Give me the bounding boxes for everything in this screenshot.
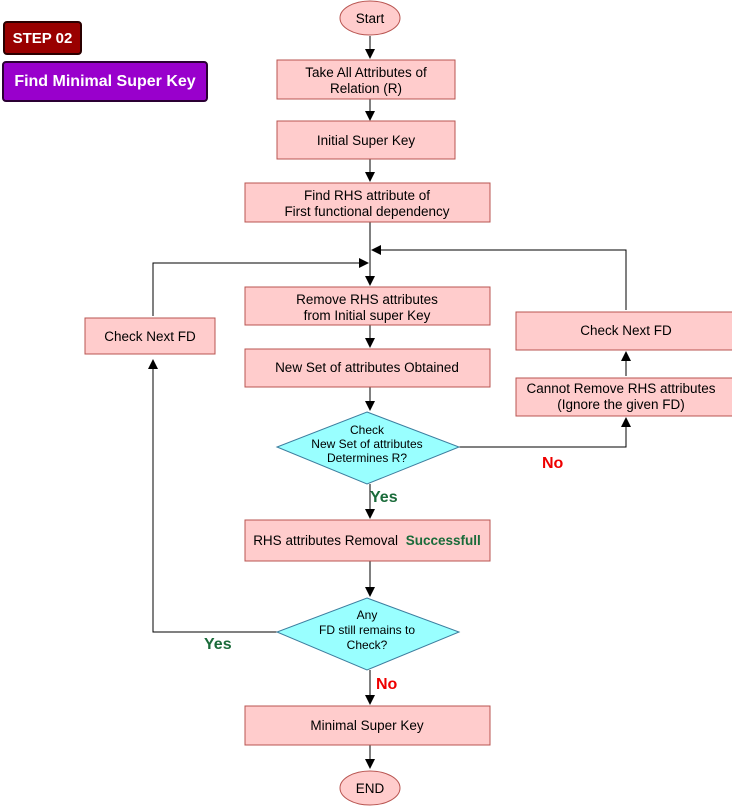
find-rhs-line1: Find RHS attribute of	[304, 188, 430, 203]
cannot-remove-line1: Cannot Remove RHS attributes	[526, 381, 715, 396]
end-label: END	[356, 781, 385, 796]
take-all-line1: Take All Attributes of	[305, 65, 427, 80]
check-next-left-node: Check Next FD	[84, 317, 216, 355]
title-badge: Find Minimal Super Key	[2, 61, 208, 102]
yes-label-anyfd: Yes	[204, 636, 232, 653]
check-next-right-node: Check Next FD	[515, 311, 732, 351]
edge-anyfd-yes	[148, 359, 277, 633]
removal-prefix: RHS attributes Removal	[253, 533, 398, 548]
removal-label: RHS attributes Removal Successfull	[253, 533, 481, 548]
cannot-remove-line2: (Ignore the given FD)	[557, 397, 685, 412]
new-set-label: New Set of attributes Obtained	[275, 360, 459, 375]
edge-checknext-right-loop	[371, 245, 627, 310]
edge-check-no	[459, 417, 631, 448]
any-fd-line2: FD still remains to	[319, 623, 415, 637]
any-fd-line1: Any	[357, 608, 378, 622]
check-line1: Check	[350, 423, 385, 437]
check-next-right-label: Check Next FD	[580, 323, 672, 338]
no-label-anyfd: No	[376, 676, 398, 693]
check-decision: Check New Set of attributes Determines R…	[275, 411, 461, 485]
minimal-super-key-node: Minimal Super Key	[244, 705, 491, 746]
find-rhs-line2: First functional dependency	[284, 204, 449, 219]
remove-rhs-node: Remove RHS attributes from Initial super…	[244, 286, 491, 326]
start-node: Start	[339, 0, 401, 36]
initial-super-key-node: Initial Super Key	[276, 120, 456, 160]
start-label: Start	[356, 11, 385, 26]
any-fd-decision: Any FD still remains to Check?	[275, 597, 461, 671]
removal-success-node: RHS attributes Removal Successfull	[244, 519, 491, 562]
remove-rhs-line1: Remove RHS attributes	[296, 292, 438, 307]
edges	[148, 36, 631, 769]
check-line3: Determines R?	[327, 451, 407, 465]
removal-success-word: Successfull	[406, 533, 481, 548]
step-badge: STEP 02	[3, 21, 82, 55]
new-set-node: New Set of attributes Obtained	[244, 348, 491, 388]
take-all-line2: Relation (R)	[330, 81, 402, 96]
no-label-check: No	[542, 455, 564, 472]
end-node: END	[339, 770, 401, 806]
check-line2: New Set of attributes	[311, 437, 422, 451]
minimal-super-key-label: Minimal Super Key	[310, 718, 424, 733]
remove-rhs-line2: from Initial super Key	[304, 308, 431, 323]
check-next-left-label: Check Next FD	[104, 329, 196, 344]
take-all-node: Take All Attributes of Relation (R)	[276, 59, 456, 100]
find-rhs-node: Find RHS attribute of First functional d…	[244, 182, 491, 223]
step-label: STEP 02	[12, 29, 73, 47]
cannot-remove-node: Cannot Remove RHS attributes (Ignore the…	[515, 377, 732, 417]
any-fd-line3: Check?	[347, 638, 388, 652]
yes-label-check: Yes	[370, 489, 398, 506]
title-label: Find Minimal Super Key	[14, 72, 196, 90]
initial-super-key-label: Initial Super Key	[317, 133, 416, 148]
edge-checknext-left-loop	[152, 258, 369, 316]
